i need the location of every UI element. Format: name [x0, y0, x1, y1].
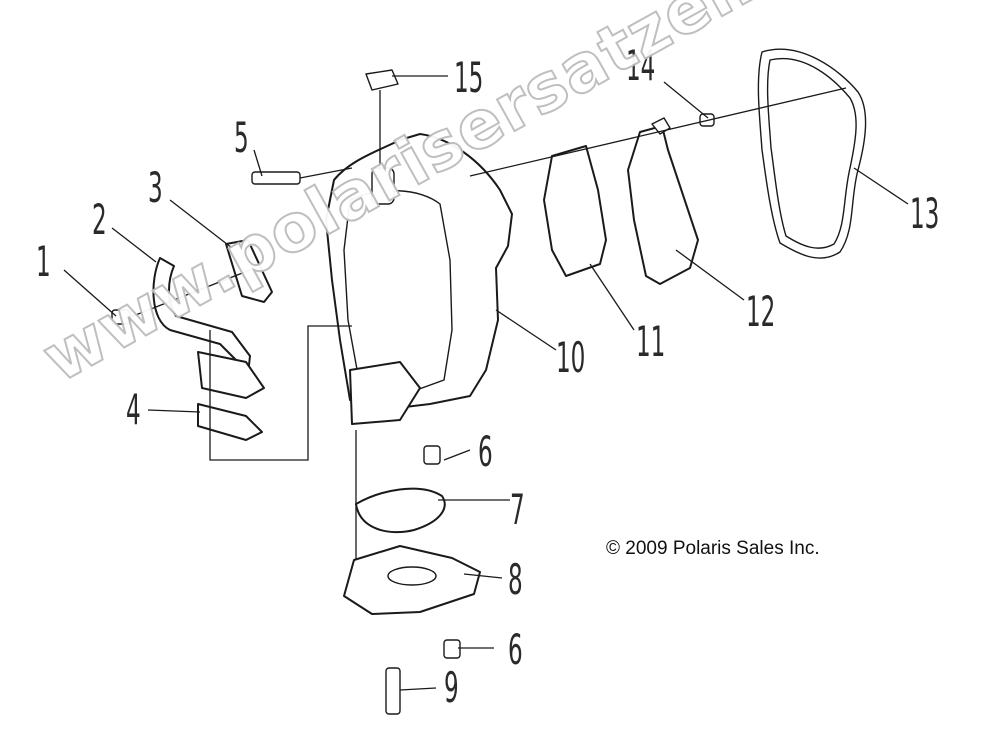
part-1-bolt [111, 309, 131, 325]
callout-6-upper: 6 [478, 428, 493, 476]
callout-12: 12 [746, 288, 775, 336]
callout-15: 15 [454, 54, 483, 102]
callout-2: 2 [92, 196, 107, 244]
part-10-boss [371, 167, 395, 205]
part-6-bolt-lower [443, 639, 461, 659]
callout-4: 4 [126, 386, 141, 434]
callout-7: 7 [510, 486, 525, 534]
callout-9: 9 [444, 664, 459, 712]
leader-lines [63, 75, 909, 691]
callout-8: 8 [508, 556, 523, 604]
copyright-notice: © 2009 Polaris Sales Inc. [606, 538, 820, 559]
part-5-bolt [251, 171, 301, 185]
callout-1: 1 [36, 238, 51, 286]
part-12-breather-plate [627, 125, 699, 285]
part-4-gasket [197, 403, 263, 441]
part-15-clamp [365, 69, 399, 91]
callout-5: 5 [234, 114, 249, 162]
part-2-tube-flange [197, 351, 265, 399]
part-7-gasket [355, 487, 446, 534]
callout-6-lower: 6 [508, 626, 523, 674]
callout-11: 11 [636, 318, 665, 366]
part-13-gasket-inner [766, 57, 857, 249]
part-10-flange [349, 361, 421, 425]
part-8-port [387, 566, 437, 586]
part-11-baffle-plate [543, 145, 607, 277]
callout-numbers: 1 2 3 4 5 6 6 7 8 9 10 11 12 13 14 15 [36, 42, 939, 712]
part-6-bolt-upper [423, 445, 441, 465]
callout-13: 13 [910, 190, 939, 238]
callout-3: 3 [148, 164, 163, 212]
part-9-bolt [385, 667, 401, 715]
callout-10: 10 [556, 334, 585, 382]
callout-14: 14 [626, 42, 655, 90]
